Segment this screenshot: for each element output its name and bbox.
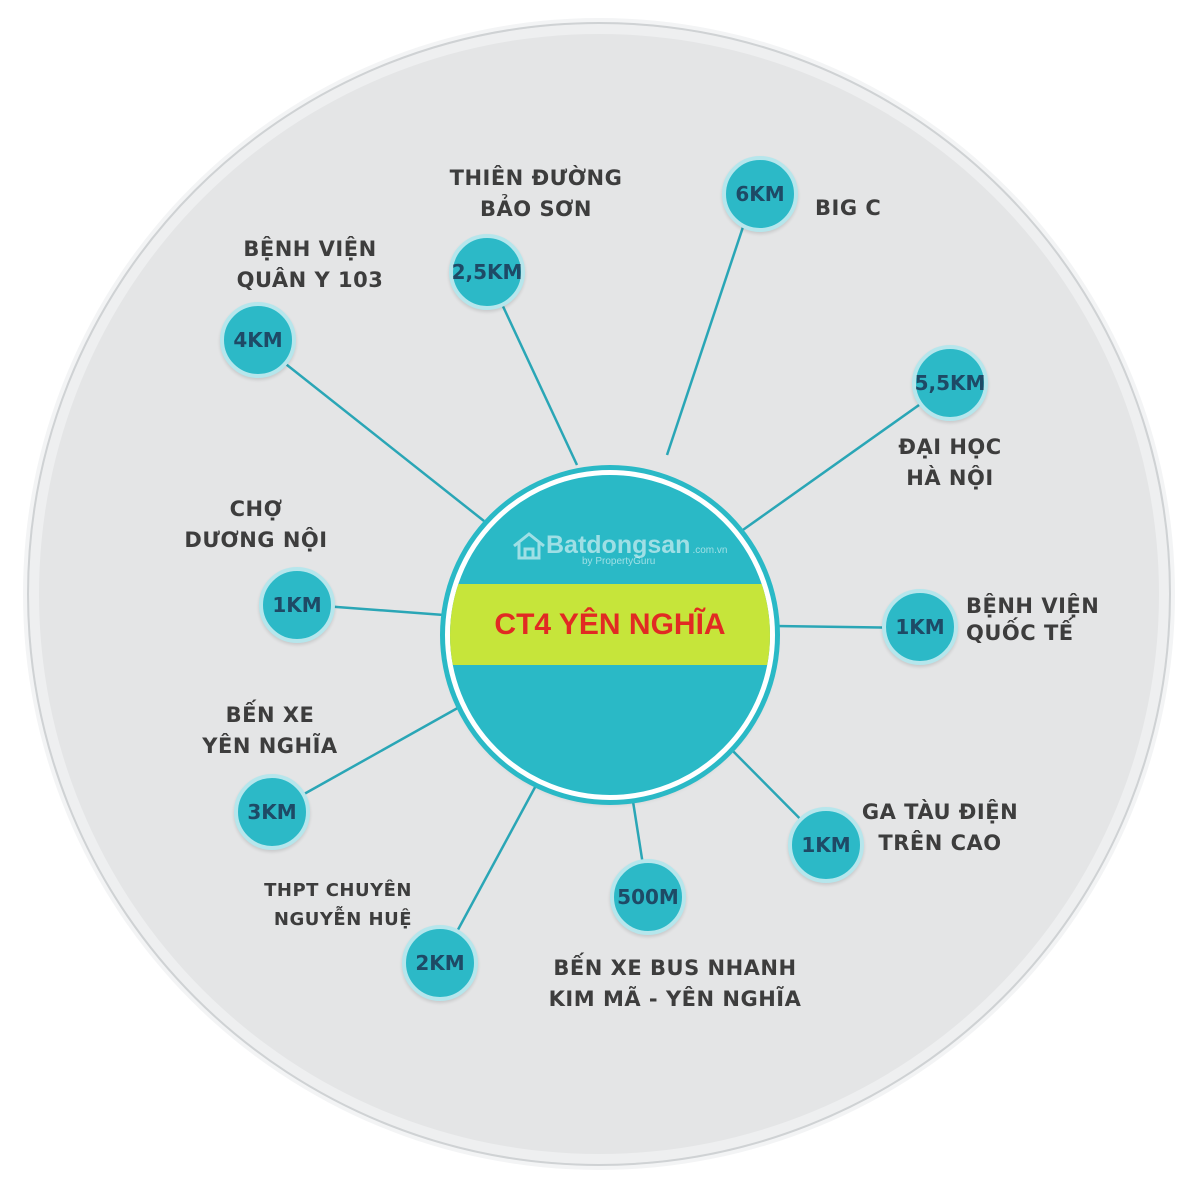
distance-label: 2,5KM	[451, 260, 523, 284]
label-line: BẢO SƠN	[480, 197, 592, 221]
label-thien-duong-bao-son: THIÊN ĐƯỜNG BẢO SƠN	[436, 163, 636, 225]
label-ben-xe-bus-nhanh: BẾN XE BUS NHANH KIM MÃ - YÊN NGHĨA	[530, 953, 820, 1015]
distance-label: 500M	[617, 885, 679, 909]
node-thpt-chuyen-nguyen-hue: 2KM	[402, 925, 478, 1001]
label-thpt-chuyen-nguyen-hue: THPT CHUYÊN NGUYỄN HUỆ	[240, 876, 412, 934]
hub-band: CT4 YÊN NGHĨA	[450, 584, 770, 665]
distance-label: 5,5KM	[914, 371, 986, 395]
node-cho-duong-noi: 1KM	[259, 567, 335, 643]
distance-label: 1KM	[801, 833, 851, 857]
watermark-name: Batdongsan	[546, 531, 691, 559]
label-line: CHỢ	[229, 497, 283, 521]
connector-dai-hoc-ha-noi	[739, 381, 951, 534]
label-line: BẾN XE BUS NHANH	[553, 956, 797, 980]
label-line: THPT CHUYÊN	[264, 880, 412, 901]
label-line: ĐẠI HỌC	[898, 435, 1002, 459]
label-dai-hoc-ha-noi: ĐẠI HỌC HÀ NỘI	[880, 432, 1020, 494]
label-line: BỆNH VIỆN	[243, 237, 377, 261]
node-dai-hoc-ha-noi: 5,5KM	[912, 345, 988, 421]
node-ben-xe-yen-nghia: 3KM	[234, 774, 310, 850]
house-logo-icon	[513, 532, 545, 560]
distance-label: 6KM	[735, 182, 785, 206]
watermark-domain: .com.vn	[692, 545, 728, 556]
label-line: QUỐC TẾ	[966, 621, 1074, 645]
label-line: YÊN NGHĨA	[202, 734, 338, 758]
watermark-sub: by PropertyGuru	[582, 556, 656, 567]
node-benh-vien-quoc-te: 1KM	[882, 589, 958, 665]
label-line: GA TÀU ĐIỆN	[861, 800, 1019, 824]
label-line: BIG C	[815, 196, 882, 220]
distance-label: 2KM	[415, 951, 465, 975]
distance-label: 1KM	[895, 615, 945, 639]
label-line: HÀ NỘI	[906, 466, 994, 490]
label-line: TRÊN CAO	[878, 831, 1002, 855]
node-ga-tau-dien-tren-cao: 1KM	[788, 807, 864, 883]
hub-circle: Batdongsan.com.vn by PropertyGuru CT4 YÊ…	[445, 470, 775, 800]
node-big-c: 6KM	[722, 156, 798, 232]
distance-label: 4KM	[233, 328, 283, 352]
distance-label: 1KM	[272, 593, 322, 617]
distance-label: 3KM	[247, 800, 297, 824]
label-line: DƯƠNG NỘI	[184, 528, 328, 552]
label-line: THIÊN ĐƯỜNG	[449, 166, 623, 190]
label-benh-vien-quan-y-103: BỆNH VIỆN QUÂN Y 103	[205, 234, 415, 296]
label-cho-duong-noi: CHỢ DƯƠNG NỘI	[178, 494, 334, 556]
label-benh-vien-quoc-te: BỆNH VIỆN QUỐC TẾ	[966, 591, 1099, 649]
label-line: QUÂN Y 103	[236, 268, 384, 292]
label-ben-xe-yen-nghia: BẾN XE YÊN NGHĨA	[192, 700, 348, 762]
node-benh-vien-quan-y-103: 4KM	[220, 302, 296, 378]
batdongsan-watermark: Batdongsan.com.vn by PropertyGuru	[512, 531, 727, 567]
label-line: BẾN XE	[225, 703, 315, 727]
connector-benh-vien-quan-y-103	[257, 341, 485, 522]
label-line: KIM MÃ - YÊN NGHĨA	[548, 987, 802, 1011]
label-big-c: BIG C	[815, 193, 881, 224]
node-ben-xe-bus-nhanh: 500M	[610, 859, 686, 935]
label-line: NGUYỄN HUỆ	[273, 909, 412, 930]
label-line: BỆNH VIỆN	[966, 594, 1100, 618]
hub-title: CT4 YÊN NGHĨA	[494, 607, 726, 641]
label-ga-tau-dien-tren-cao: GA TÀU ĐIỆN TRÊN CAO	[850, 797, 1030, 859]
connector-big-c	[665, 193, 756, 456]
node-thien-duong-bao-son: 2,5KM	[449, 234, 525, 310]
